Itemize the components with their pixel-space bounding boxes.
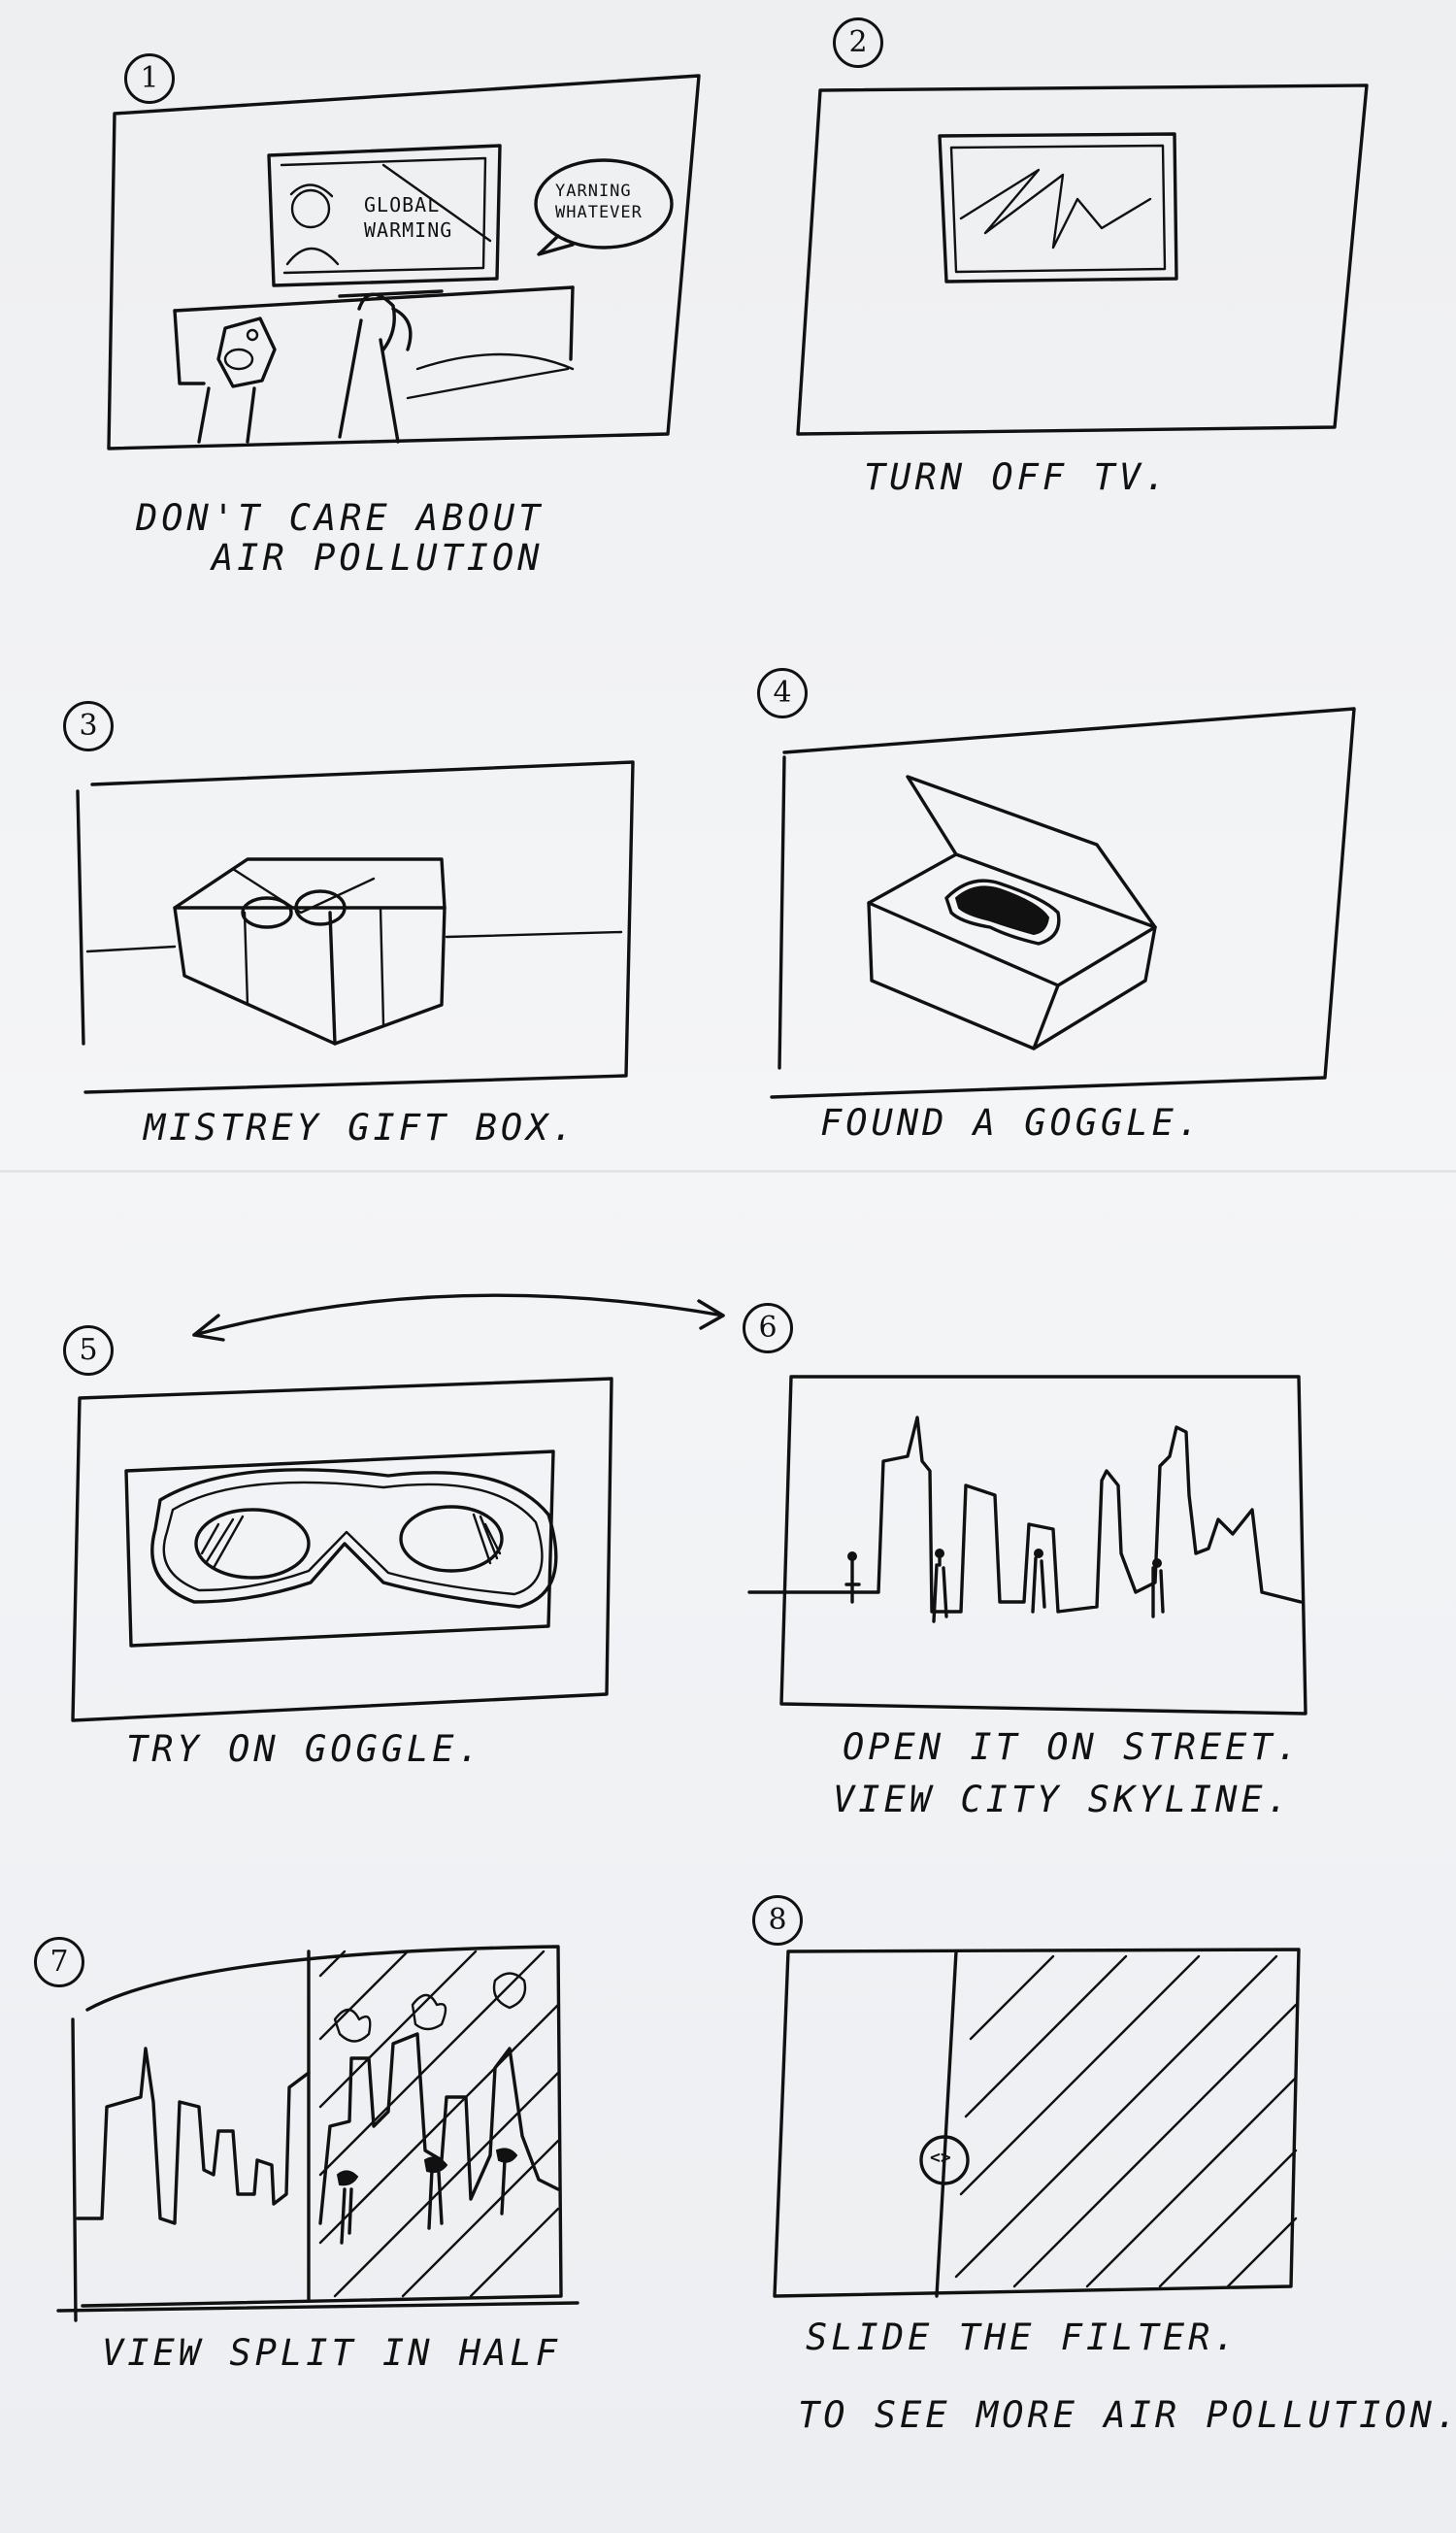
person-1 xyxy=(216,317,277,388)
frame-1-border xyxy=(107,74,701,450)
frame-2-border xyxy=(796,83,1369,436)
tv-headline-line-1: GLOBAL xyxy=(364,193,441,217)
filter-slider-line xyxy=(935,1950,958,2298)
frame-8-caption-line-2: TO SEE MORE AIR POLLUTION. xyxy=(798,2394,1456,2436)
frame-5-number: 5 xyxy=(63,1325,114,1376)
anchor-head xyxy=(290,188,331,229)
filter-hatching xyxy=(954,1954,1298,2288)
goggle-right-lens xyxy=(399,1505,504,1573)
frame-6-number: 6 xyxy=(743,1303,793,1353)
tv-headline-line-2: WARMING xyxy=(364,218,453,242)
frame-3-caption: MISTREY GIFT BOX. xyxy=(144,1107,578,1149)
goggle-strap xyxy=(124,1450,555,1648)
gift-bow-right xyxy=(294,889,347,926)
frame-7-drawing xyxy=(56,1945,579,2322)
pollution-hatching xyxy=(318,1950,560,2298)
speech-bubble-line-2: WHATEVER xyxy=(555,203,643,222)
speech-bubble-text: YARNING WHATEVER xyxy=(555,181,643,223)
speech-bubble-line-1: YARNING xyxy=(555,182,632,201)
slider-handle xyxy=(919,2135,970,2185)
frame-8-border xyxy=(773,1948,1301,2298)
static-scribble xyxy=(959,168,1152,250)
frame-1-drawing xyxy=(107,74,701,450)
gift-bow-left xyxy=(241,896,293,929)
frame-2-number: 2 xyxy=(833,17,883,68)
frame-4-number: 4 xyxy=(757,668,808,718)
slider-handle-glyph: <> xyxy=(930,2148,951,2168)
tv-headline: GLOBAL WARMING xyxy=(364,192,452,243)
frame-5-border xyxy=(71,1377,613,1722)
person-2 xyxy=(357,292,396,351)
frame-8-drawing xyxy=(773,1948,1301,2298)
goggle-left-lens xyxy=(194,1508,311,1580)
smoke-cloud-3 xyxy=(492,1972,527,2010)
paper-fold xyxy=(0,1170,1456,1173)
tv-off-screen xyxy=(938,132,1178,283)
tv-screen xyxy=(267,144,502,287)
right-skyline xyxy=(318,2032,560,2225)
frame-8-number: 8 xyxy=(752,1895,803,1946)
frame-5-caption: TRY ON GOGGLE. xyxy=(126,1728,483,1770)
frame-3-border xyxy=(83,760,635,1094)
frame-6-border xyxy=(779,1375,1307,1716)
gift-box-top xyxy=(173,857,447,910)
smoke-cloud-2 xyxy=(411,1993,447,2031)
frame-2-caption: TURN OFF TV. xyxy=(864,456,1171,498)
frame-3-number: 3 xyxy=(63,701,114,751)
frame-5-drawing xyxy=(71,1377,613,1722)
frame-1-caption-line-2: AIR POLLUTION xyxy=(212,537,544,579)
frame-2-drawing xyxy=(796,83,1369,436)
open-box-lid xyxy=(906,775,1157,929)
goggle-in-box xyxy=(944,879,1061,946)
sofa xyxy=(173,285,575,313)
frame-4-caption: FOUND A GOGGLE. xyxy=(820,1102,1204,1144)
frame-7-border xyxy=(81,1945,563,2308)
left-skyline xyxy=(76,2047,311,2225)
frame-4-drawing xyxy=(770,707,1356,1099)
frame-1-number: 1 xyxy=(124,53,175,104)
frame-6-caption-line-2: VIEW CITY SKYLINE. xyxy=(833,1779,1292,1820)
frame-8-caption-line-1: SLIDE THE FILTER. xyxy=(806,2316,1240,2358)
frame-7-number: 7 xyxy=(34,1937,84,1987)
frame-6-caption-line-1: OPEN IT ON STREET. xyxy=(843,1726,1302,1768)
smoke-cloud-1 xyxy=(333,2008,372,2043)
frame-4-border xyxy=(770,707,1356,1099)
goggle-frame xyxy=(150,1468,558,1609)
frame-1-caption-line-1: DON'T CARE ABOUT xyxy=(136,497,545,539)
connector-arrow xyxy=(192,1293,725,1337)
frame-6-drawing xyxy=(747,1375,1307,1716)
frame-3-drawing xyxy=(76,760,635,1094)
speech-bubble xyxy=(534,158,674,250)
city-skyline xyxy=(747,1416,1303,1614)
gift-box-body xyxy=(173,906,447,1046)
frame-7-caption: VIEW SPLIT IN HALF xyxy=(102,2332,561,2374)
